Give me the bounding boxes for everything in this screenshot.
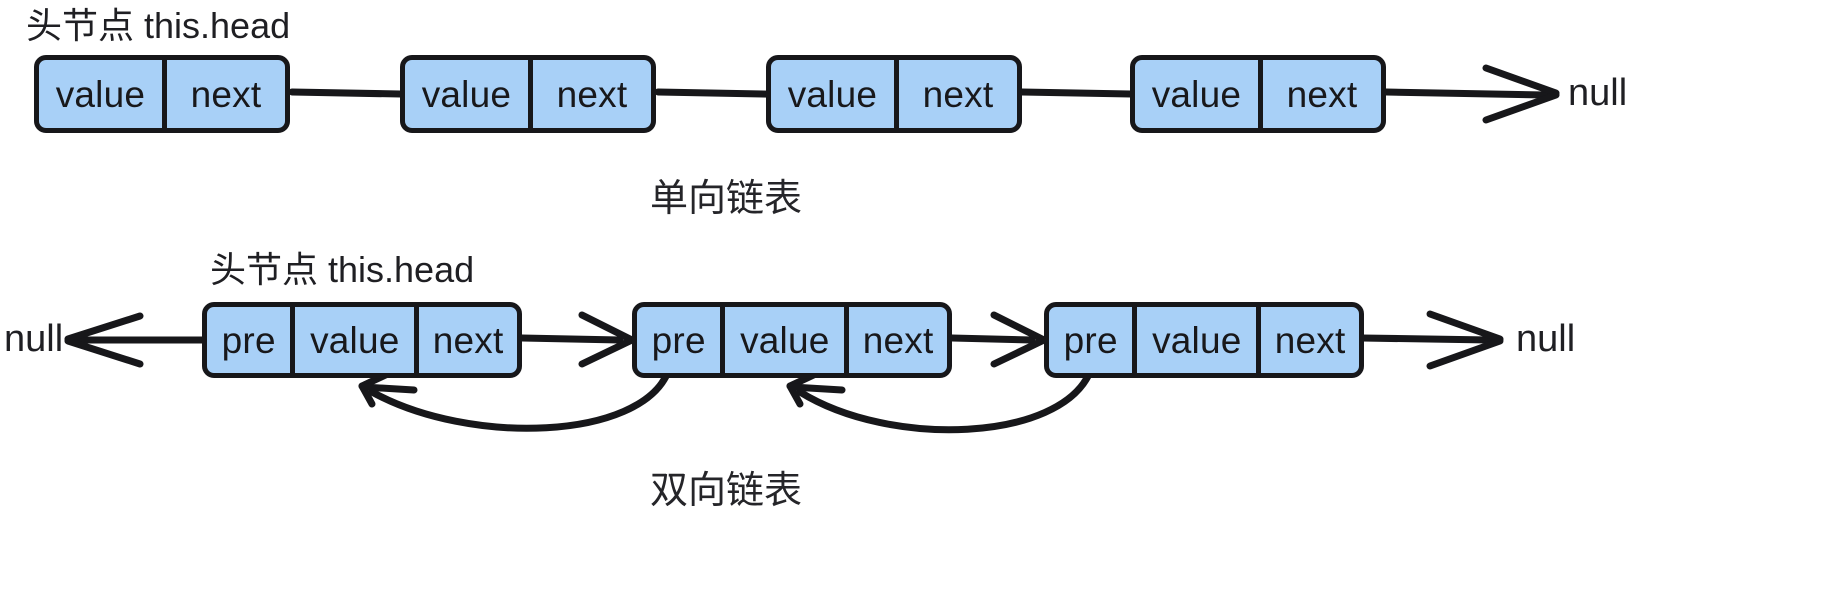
singly-node-3-next-cell: next	[893, 60, 1017, 128]
singly-node-4-value-cell: value	[1151, 73, 1242, 115]
doubly-node-2-next-cell: next	[844, 307, 947, 373]
doubly-caption: 双向链表	[650, 470, 803, 512]
singly-node-1-value-cell: value	[55, 73, 146, 115]
singly-node-4-next-cell: next	[1257, 60, 1381, 128]
doubly-node-3-value-cell: value	[1132, 307, 1256, 373]
doubly-node-1-next-cell: next	[414, 307, 517, 373]
singly-tail-null-label: null	[1568, 72, 1628, 114]
doubly-tail-null-label: null	[1516, 318, 1576, 360]
doubly-head-null-label: null	[4, 318, 64, 360]
doubly-pre-arrow-2	[786, 368, 1094, 434]
singly-caption: 单向链表	[650, 178, 803, 220]
doubly-node-2: pre value next	[632, 302, 952, 378]
doubly-head-pointer-label: 头节点 this.head	[210, 249, 475, 290]
singly-head-pointer-label: 头节点 this.head	[26, 5, 291, 46]
doubly-next-arrow-2	[948, 311, 1048, 368]
singly-node-2-value-cell: value	[421, 73, 512, 115]
singly-node-3: value next	[766, 55, 1022, 133]
singly-node-1: value next	[34, 55, 290, 133]
doubly-node-2-pre-cell: pre	[651, 319, 706, 361]
singly-node-3-value-cell: value	[787, 73, 878, 115]
doubly-node-3-pre-cell: pre	[1063, 319, 1118, 361]
doubly-pre-arrow-1	[358, 368, 672, 432]
doubly-next-arrow-1	[518, 311, 636, 368]
doubly-node-3: pre value next	[1044, 302, 1364, 378]
singly-node-4: value next	[1130, 55, 1386, 133]
singly-node-1-next-cell: next	[161, 60, 285, 128]
doubly-node-2-value-cell: value	[720, 307, 844, 373]
doubly-node-1-value-cell: value	[290, 307, 414, 373]
singly-node-2: value next	[400, 55, 656, 133]
singly-node-2-next-cell: next	[527, 60, 651, 128]
doubly-tail-null-arrow	[1358, 310, 1504, 370]
doubly-head-null-arrow	[64, 312, 216, 368]
doubly-node-1: pre value next	[202, 302, 522, 378]
singly-arrow-tail-null	[1382, 64, 1560, 124]
doubly-node-3-next-cell: next	[1256, 307, 1359, 373]
doubly-node-1-pre-cell: pre	[221, 319, 276, 361]
